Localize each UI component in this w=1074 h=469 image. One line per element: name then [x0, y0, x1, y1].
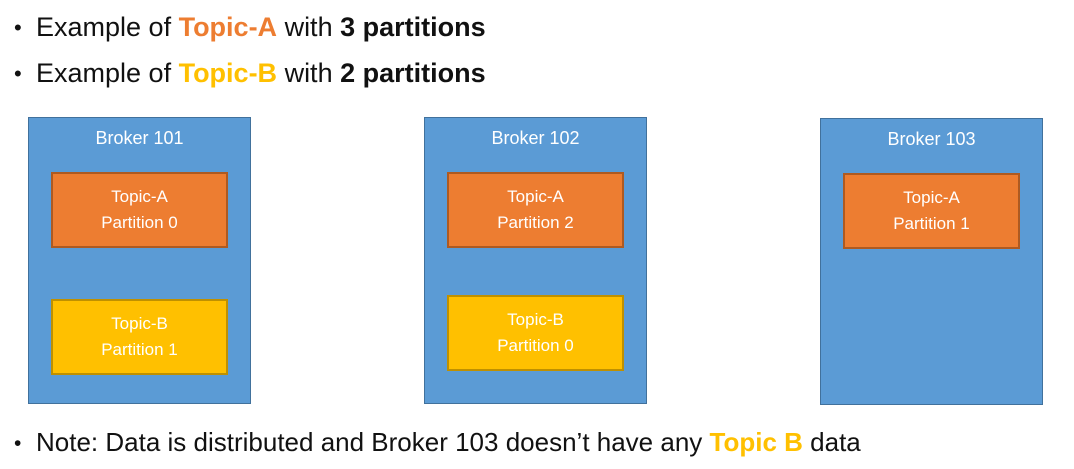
broker-103-title: Broker 103 — [887, 129, 976, 149]
bullet-example-topic-b: • Example of Topic-B with 2 partitions — [14, 57, 486, 90]
broker-102-topic-b-partition-0-box: Topic-B Partition 0 — [447, 295, 624, 371]
note-text-suffix: data — [802, 427, 861, 457]
broker-102-title: Broker 102 — [491, 128, 580, 148]
partition-topic-label: Topic-A — [903, 188, 960, 207]
broker-101-title: Broker 101 — [95, 128, 184, 148]
partition-number-label: Partition 0 — [101, 213, 178, 232]
broker-101-topic-a-partition-0-box: Topic-A Partition 0 — [51, 172, 228, 248]
partition-topic-label: Topic-B — [111, 314, 168, 333]
broker-103-topic-a-partition-1-box: Topic-A Partition 1 — [843, 173, 1020, 249]
bullet-text-prefix: Example of — [36, 12, 179, 42]
bullet-text-middle: with — [277, 58, 341, 88]
broker-101-topic-b-partition-1-box: Topic-B Partition 1 — [51, 299, 228, 375]
topic-b-label: Topic-B — [178, 58, 278, 88]
bullet-text-middle: with — [277, 12, 341, 42]
note-bullet: • Note: Data is distributed and Broker 10… — [14, 426, 861, 460]
partition-number-label: Partition 1 — [101, 340, 178, 359]
topic-a-label: Topic-A — [178, 12, 278, 42]
partition-topic-label: Topic-B — [507, 310, 564, 329]
note-text-prefix: Note: Data is distributed and Broker 103… — [36, 427, 710, 457]
bullet-example-topic-a: • Example of Topic-A with 3 partitions — [14, 11, 486, 44]
broker-102-box: Broker 102 Topic-A Partition 2 Topic-B P… — [424, 117, 647, 404]
bullet-dot: • — [14, 61, 22, 86]
partition-topic-label: Topic-A — [111, 187, 168, 206]
partition-number-label: Partition 2 — [497, 213, 574, 232]
partition-topic-label: Topic-A — [507, 187, 564, 206]
bullet-dot: • — [14, 15, 22, 40]
partition-number-label: Partition 1 — [893, 214, 970, 233]
broker-101-box: Broker 101 Topic-A Partition 0 Topic-B P… — [28, 117, 251, 404]
partition-count-label: 2 partitions — [340, 58, 486, 88]
bullet-text-prefix: Example of — [36, 58, 179, 88]
bullet-dot: • — [14, 432, 22, 455]
broker-102-topic-a-partition-2-box: Topic-A Partition 2 — [447, 172, 624, 248]
partition-number-label: Partition 0 — [497, 336, 574, 355]
broker-103-box: Broker 103 Topic-A Partition 1 — [820, 118, 1043, 405]
topic-b-highlight: Topic B — [709, 427, 803, 457]
partition-count-label: 3 partitions — [340, 12, 486, 42]
